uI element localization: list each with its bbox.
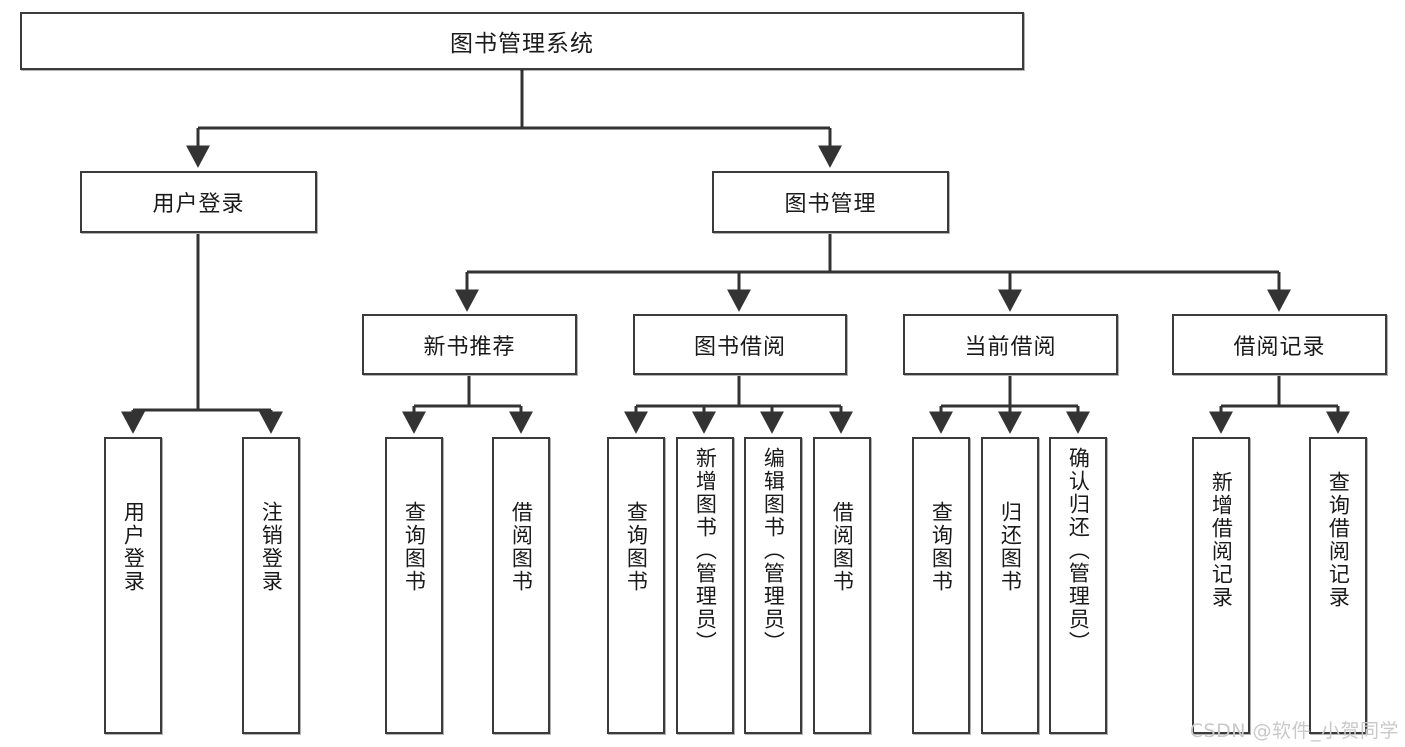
node-label: 图书借阅 bbox=[693, 334, 786, 360]
node-label: 新增借阅记录 bbox=[1209, 471, 1234, 609]
watermark-text: CSDN @软件_小贺同学 bbox=[1189, 720, 1399, 742]
leaf-records-query-borrow-record[interactable]: 查询借阅记录 bbox=[1309, 437, 1367, 734]
node-label: 注销登录 bbox=[259, 501, 284, 593]
node-user-login[interactable]: 用户登录 bbox=[80, 171, 317, 233]
node-label: 确认归还（管理员） bbox=[1066, 447, 1091, 654]
node-book-management[interactable]: 图书管理 bbox=[712, 171, 949, 233]
leaf-book-borrow-query-book[interactable]: 查询图书 bbox=[607, 437, 665, 734]
node-label: 用户登录 bbox=[121, 501, 146, 593]
leaf-user-login-logout[interactable]: 注销登录 bbox=[242, 437, 300, 734]
node-label: 编辑图书（管理员） bbox=[761, 447, 786, 654]
node-new-book-recommend[interactable]: 新书推荐 bbox=[362, 314, 577, 375]
node-label: 归还图书 bbox=[998, 501, 1023, 593]
node-label: 图书管理 bbox=[784, 192, 877, 217]
leaf-book-borrow-edit-book-admin[interactable]: 编辑图书（管理员） bbox=[744, 437, 802, 734]
node-label: 查询借阅记录 bbox=[1326, 471, 1351, 609]
node-current-borrow[interactable]: 当前借阅 bbox=[903, 314, 1118, 375]
leaf-current-borrow-confirm-return-admin[interactable]: 确认归还（管理员） bbox=[1049, 437, 1107, 734]
node-label: 用户登录 bbox=[152, 192, 245, 217]
leaf-records-add-borrow-record[interactable]: 新增借阅记录 bbox=[1192, 437, 1250, 734]
node-borrow-records[interactable]: 借阅记录 bbox=[1172, 314, 1387, 375]
leaf-new-book-borrow-book[interactable]: 借阅图书 bbox=[492, 437, 550, 734]
node-book-borrow[interactable]: 图书借阅 bbox=[633, 314, 847, 375]
node-label: 查询图书 bbox=[624, 501, 649, 593]
leaf-book-borrow-borrow-book[interactable]: 借阅图书 bbox=[813, 437, 871, 734]
node-label: 借阅图书 bbox=[830, 501, 855, 593]
leaf-current-borrow-query-book[interactable]: 查询图书 bbox=[912, 437, 970, 734]
node-label: 查询图书 bbox=[402, 501, 427, 593]
leaf-user-login-login[interactable]: 用户登录 bbox=[104, 437, 162, 734]
node-label: 查询图书 bbox=[929, 501, 954, 593]
node-label: 新书推荐 bbox=[423, 334, 516, 360]
leaf-book-borrow-add-book-admin[interactable]: 新增图书（管理员） bbox=[676, 437, 734, 734]
node-root-book-management-system[interactable]: 图书管理系统 bbox=[20, 12, 1024, 70]
node-label: 当前借阅 bbox=[964, 334, 1057, 360]
node-label: 新增图书（管理员） bbox=[693, 447, 718, 654]
leaf-new-book-query-book[interactable]: 查询图书 bbox=[385, 437, 443, 734]
node-label: 借阅记录 bbox=[1233, 334, 1326, 360]
leaf-current-borrow-return-book[interactable]: 归还图书 bbox=[981, 437, 1039, 734]
node-label: 借阅图书 bbox=[509, 501, 534, 593]
node-label: 图书管理系统 bbox=[450, 31, 594, 57]
